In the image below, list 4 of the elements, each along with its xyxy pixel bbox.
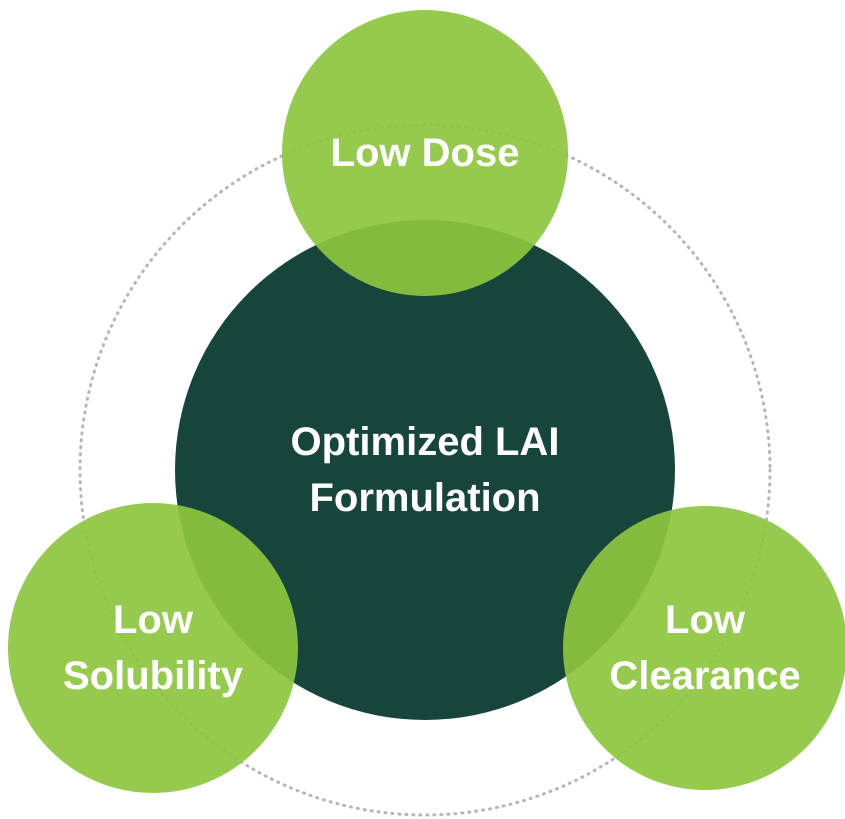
circle-label: Low Clearance — [608, 597, 802, 700]
circle-label: Low Solubility — [62, 597, 244, 700]
circle-label: Low Dose — [330, 130, 520, 177]
circle-label: Optimized LAI Formulation — [290, 419, 560, 522]
